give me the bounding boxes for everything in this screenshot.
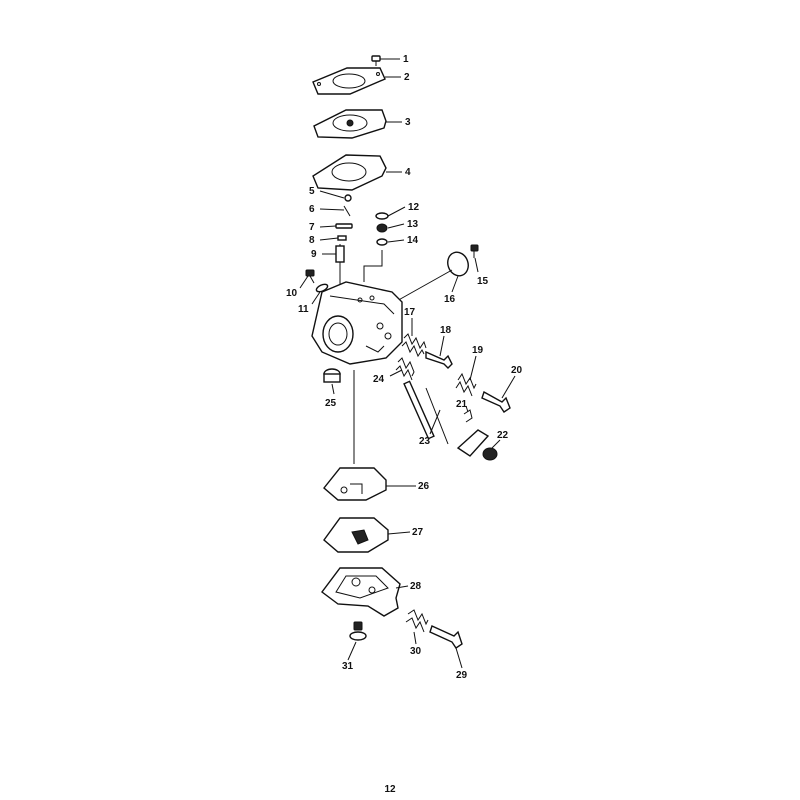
part-spring-30: [405, 609, 429, 633]
callout-24: 24: [373, 374, 385, 385]
callout-6: 6: [309, 204, 315, 215]
part-gasket-26: [323, 467, 387, 501]
part-clip-21: [463, 409, 473, 423]
callout-17: 17: [404, 307, 416, 318]
callout-28: 28: [410, 581, 422, 592]
part-carburetor-body: [311, 250, 403, 365]
part-cover-plate-2: [312, 67, 386, 95]
part-throttle-plate-16: [394, 251, 469, 303]
part-adjust-screw-20: [481, 390, 511, 413]
part-spring-19: [455, 372, 477, 397]
callout-22: 22: [497, 430, 509, 441]
part-diaphragm-3: [313, 109, 387, 139]
part-throttle-shaft-23: [403, 380, 490, 457]
part-knob-31: [349, 621, 367, 641]
part-spring-24: [395, 357, 415, 381]
callout-8: 8: [309, 235, 315, 246]
callout-2: 2: [404, 72, 410, 83]
callout-31: 31: [342, 661, 354, 672]
part-screw-10: [305, 269, 315, 284]
callout-13: 13: [407, 219, 419, 230]
part-plug-25: [323, 368, 341, 383]
callout-29: 29: [456, 670, 468, 681]
callout-20: 20: [511, 365, 523, 376]
callout-10: 10: [286, 288, 298, 299]
leader-lines: [299, 58, 516, 669]
part-cap-22: [482, 447, 498, 461]
callout-4: 4: [405, 167, 411, 178]
callout-3: 3: [405, 117, 411, 128]
callout-27: 27: [412, 527, 424, 538]
part-screw-15: [470, 244, 479, 258]
part-idle-screw-29: [429, 625, 463, 649]
callout-5: 5: [309, 186, 315, 197]
part-diaphragm-27: [323, 517, 389, 553]
callout-12: 12: [408, 202, 420, 213]
callout-9: 9: [311, 249, 317, 260]
callout-19: 19: [472, 345, 484, 356]
part-pump-cover-28: [321, 567, 401, 617]
callout-labels: 1 2 3 4 5 6 7 8 9 10 11 12 13 14 15 16 1…: [286, 54, 523, 681]
callout-11: 11: [298, 304, 309, 315]
callout-23: 23: [419, 436, 431, 447]
callout-21: 21: [456, 399, 468, 410]
callout-16: 16: [444, 294, 456, 305]
callout-26: 26: [418, 481, 430, 492]
callout-25: 25: [325, 398, 337, 409]
callout-15: 15: [477, 276, 489, 287]
callout-7: 7: [309, 222, 315, 233]
callout-18: 18: [440, 325, 452, 336]
page-number: 12: [384, 784, 396, 795]
part-gasket-4: [312, 154, 387, 191]
callout-30: 30: [410, 646, 422, 657]
part-seals-12-14: [375, 212, 389, 246]
part-spring-17: [401, 333, 427, 358]
callout-14: 14: [407, 235, 419, 246]
callout-1: 1: [403, 54, 409, 65]
part-adjust-needle-18: [425, 350, 453, 369]
part-screw-1: [371, 55, 381, 66]
